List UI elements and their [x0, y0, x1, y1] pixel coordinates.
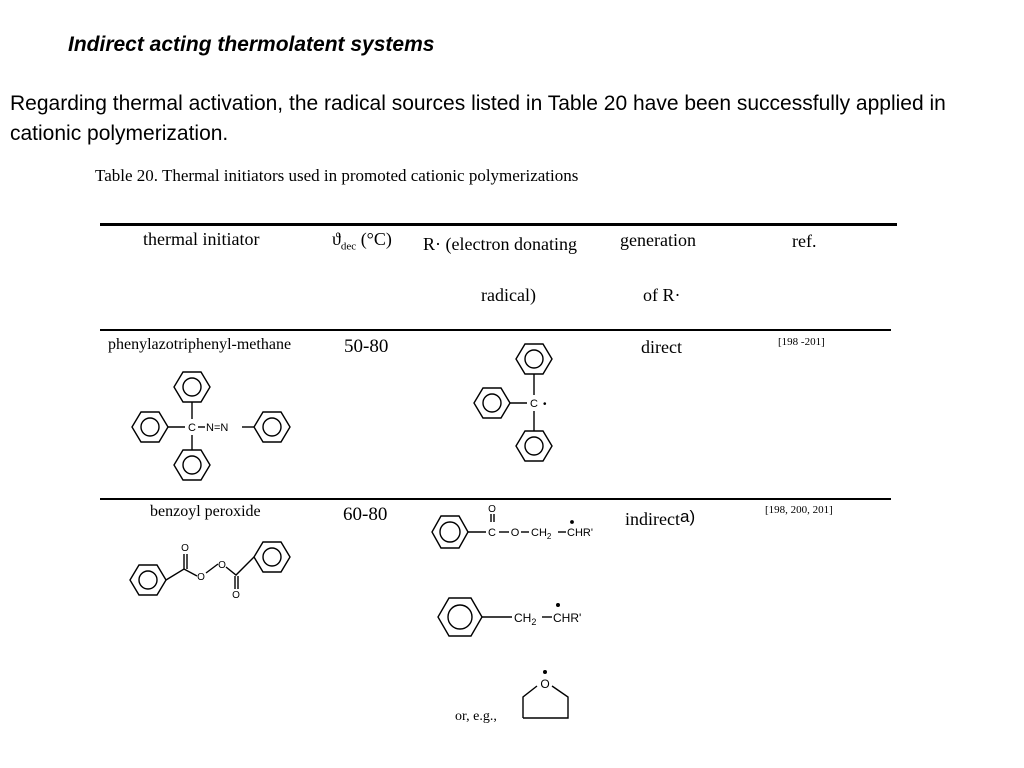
theta-subscript: dec [340, 240, 357, 253]
chr-label: CHR' [567, 527, 593, 539]
benzene-ring-top [173, 371, 211, 403]
row2-initiator: benzoyl peroxide [150, 503, 261, 520]
oxygen-label: O [511, 527, 520, 539]
row2-generation-footnote: a) [679, 507, 696, 526]
row2-generation-text: indirect [625, 509, 680, 529]
oxygen-label: O [540, 677, 549, 691]
ch2-label: CH2 [514, 611, 536, 627]
theta-symbol: ϑ [332, 229, 341, 249]
carbon-label: C [530, 398, 538, 410]
carbon-label: C [488, 527, 496, 539]
row1-temperature: 50-80 [344, 336, 389, 357]
carbon-label: C [188, 422, 196, 434]
oxygen-label: O [181, 543, 189, 554]
header-thermal-initiator: thermal initiator [143, 229, 260, 249]
row2-temperature: 60-80 [343, 504, 388, 525]
radical-dot: • [543, 399, 547, 410]
header-radical-line1: R· (electron donating [423, 234, 577, 254]
header-radical-line2: radical) [481, 285, 536, 305]
triphenylmethyl-radical-structure: C • [473, 343, 553, 462]
table-top-rule [100, 223, 897, 226]
benzyl-radical-structure: CH2 CHR' [437, 597, 581, 637]
table-header-rule [100, 329, 891, 331]
bond [225, 556, 255, 576]
bond [522, 685, 538, 718]
benzene-ring-left [131, 411, 169, 443]
phenylazotriphenylmethane-structure: C N=N [131, 371, 291, 481]
ch2-label: CH2 [531, 527, 552, 541]
oxygen-label: O [232, 590, 240, 601]
bond [205, 563, 219, 574]
radical-dot [570, 520, 574, 524]
benzene-ring-top [515, 343, 553, 375]
benzene-ring [431, 515, 469, 549]
header-ref: ref. [792, 231, 817, 251]
theta-unit: (°C) [360, 229, 392, 249]
azo-label: N=N [206, 422, 228, 434]
benzene-ring-bottom [515, 430, 553, 462]
header-decomposition-temp: ϑdec (°C) [332, 229, 392, 253]
oxygen-label: O [197, 572, 205, 583]
row2-ref: [198, 200, 201] [765, 504, 833, 516]
benzene-ring-left [473, 387, 511, 419]
tetrahydrofuranyl-radical-structure: O [522, 670, 569, 719]
table-caption: Table 20. Thermal initiators used in pro… [95, 166, 579, 185]
radical-dot [543, 670, 548, 675]
benzene-ring [437, 597, 483, 637]
header-generation-line2: of R· [643, 285, 681, 305]
benzoyloxy-radical-structure: C O O CH2 CHR' [431, 504, 593, 549]
table-row-divider [100, 498, 891, 500]
bond [523, 685, 569, 719]
benzene-ring-right [253, 541, 291, 573]
radical-dot [556, 603, 561, 608]
row2-generation: indirecta) [625, 507, 696, 530]
benzene-ring-right [253, 411, 291, 443]
benzene-ring-left [129, 564, 167, 596]
chr-label: CHR' [553, 611, 581, 625]
row2-example-prefix: or, e.g., [455, 709, 497, 724]
row1-ref: [198 -201] [778, 336, 825, 348]
row1-generation: direct [641, 337, 682, 357]
intro-paragraph: Regarding thermal activation, the radica… [10, 92, 946, 145]
oxygen-label: O [218, 560, 226, 571]
benzene-ring-bottom [173, 449, 211, 481]
header-generation-line1: generation [620, 230, 696, 250]
benzoyl-peroxide-structure: O O O O [129, 541, 291, 601]
oxygen-label: O [488, 504, 496, 515]
row1-initiator: phenylazotriphenyl-methane [108, 336, 292, 353]
bond [165, 568, 198, 581]
slide-title: Indirect acting thermolatent systems [68, 33, 435, 56]
